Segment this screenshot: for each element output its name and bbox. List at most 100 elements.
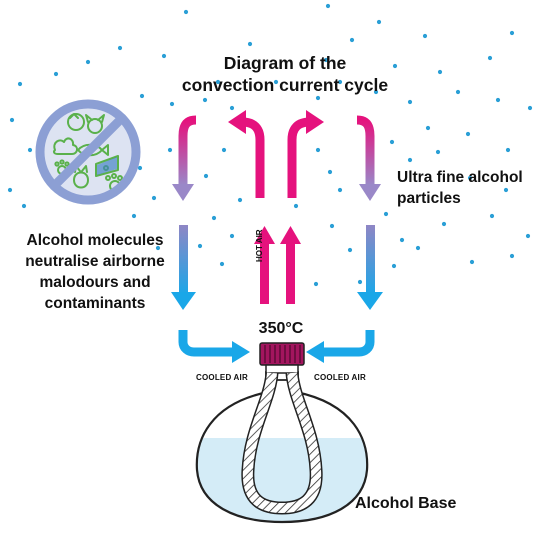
- alcohol-particle: [183, 9, 189, 15]
- cooled-air-arrow-right: [306, 330, 375, 363]
- alcohol-particle: [9, 117, 15, 123]
- right-caption-line-1: Ultra fine alcohol: [397, 169, 523, 186]
- alcohol-particle: [337, 79, 343, 85]
- alcohol-particle: [489, 213, 495, 219]
- left-caption-line-4: contaminants: [44, 295, 146, 312]
- alcohol-particle: [229, 233, 235, 239]
- alcohol-particle: [85, 59, 91, 65]
- alcohol-particle: [435, 149, 441, 155]
- alcohol-particle: [221, 147, 227, 153]
- diagram-title: Diagram of the convection current cycle: [150, 52, 420, 96]
- alcohol-particle: [399, 237, 405, 243]
- right-caption-line-2: particles: [397, 190, 461, 207]
- left-caption-line-1: Alcohol molecules: [26, 232, 164, 249]
- alcohol-particle: [17, 81, 23, 87]
- hot-air-arrows: [254, 226, 301, 304]
- alcohol-particle: [155, 245, 161, 251]
- alcohol-particle: [422, 33, 428, 39]
- alcohol-liquid: [196, 438, 368, 522]
- top-left-curved-arrow: [228, 110, 265, 198]
- alcohol-particle: [327, 169, 333, 175]
- alcohol-particle: [131, 213, 137, 219]
- alcohol-particle: [347, 247, 353, 253]
- top-right-curved-arrow: [287, 110, 324, 198]
- alcohol-particles: [7, 3, 533, 287]
- alcohol-particle: [323, 57, 329, 63]
- cooled-air-label-right: COOLED AIR: [314, 373, 366, 382]
- alcohol-particle: [137, 165, 143, 171]
- alcohol-particle: [437, 69, 443, 75]
- alcohol-particle: [407, 157, 413, 163]
- alcohol-particle: [167, 147, 173, 153]
- left-caption-line-2: neutralise airborne: [25, 253, 165, 270]
- alcohol-particle: [197, 243, 203, 249]
- left-descending-arrow: [171, 115, 197, 310]
- prohibition-ring: [35, 99, 141, 205]
- alcohol-particle: [495, 97, 501, 103]
- alcohol-particle: [357, 279, 363, 285]
- alcohol-particle: [219, 261, 225, 267]
- alcohol-particle: [273, 79, 279, 85]
- alcohol-particle: [151, 195, 157, 201]
- alcohol-particle: [415, 245, 421, 251]
- alcohol-particle: [337, 187, 343, 193]
- title-line-2: convection current cycle: [181, 75, 389, 95]
- alcohol-particle: [455, 89, 461, 95]
- no-malodours-icon: [35, 99, 141, 205]
- alcohol-base-label: Alcohol Base: [355, 495, 457, 512]
- right-descending-arrow: [356, 115, 383, 310]
- left-caption-line-3: malodours and: [39, 274, 151, 291]
- malodour-icons: [53, 113, 123, 192]
- alcohol-particle: [391, 263, 397, 269]
- particles-caption: Ultra fine alcohol particles: [397, 167, 539, 209]
- cheese-icon: [97, 157, 117, 175]
- catalytic-stone-icon: [242, 372, 322, 514]
- alcohol-particle: [117, 45, 123, 51]
- neutralise-caption: Alcohol molecules neutralise airborne ma…: [4, 230, 186, 314]
- alcohol-particle: [313, 281, 319, 287]
- alcohol-particle: [229, 105, 235, 111]
- temperature-label: 350°C: [258, 320, 304, 337]
- alcohol-particle: [527, 105, 533, 111]
- cap-ridges: [264, 345, 301, 363]
- hot-air-label: HOT AIR: [255, 229, 264, 262]
- alcohol-particle: [441, 221, 447, 227]
- alcohol-particle: [505, 147, 511, 153]
- alcohol-particle: [383, 211, 389, 217]
- cooled-air-label-left: COOLED AIR: [196, 373, 248, 382]
- flask-outline: [195, 378, 369, 524]
- alcohol-particle: [509, 30, 515, 36]
- alcohol-particle: [389, 139, 395, 145]
- alcohol-particle: [373, 89, 379, 95]
- alcohol-particle: [169, 101, 175, 107]
- alcohol-particle: [349, 37, 355, 43]
- lampe-berger-flask-icon: [195, 342, 369, 524]
- alcohol-particle: [211, 215, 217, 221]
- alcohol-particle: [247, 41, 253, 47]
- prohibition-bar: [49, 113, 127, 191]
- hot-air-arrow-left: [260, 240, 269, 304]
- alcohol-particle: [27, 147, 33, 153]
- alcohol-particle: [7, 187, 13, 193]
- alcohol-particle: [293, 203, 299, 209]
- alcohol-particle: [509, 253, 515, 259]
- alcohol-particle: [503, 187, 509, 193]
- alcohol-particle: [53, 71, 59, 77]
- alcohol-particle: [487, 55, 493, 61]
- alcohol-particle: [203, 173, 209, 179]
- flask-cap: [259, 342, 305, 366]
- alcohol-particle: [315, 147, 321, 153]
- alcohol-particle: [329, 223, 335, 229]
- hot-air-arrow-right: [286, 240, 295, 304]
- alcohol-particle: [139, 93, 145, 99]
- alcohol-particle: [21, 203, 27, 209]
- alcohol-particle: [392, 63, 398, 69]
- alcohol-particle: [315, 95, 321, 101]
- alcohol-particle: [237, 197, 243, 203]
- alcohol-particle: [467, 175, 473, 181]
- alcohol-particle: [469, 259, 475, 265]
- alcohol-particle: [376, 19, 382, 25]
- alcohol-particle: [525, 233, 531, 239]
